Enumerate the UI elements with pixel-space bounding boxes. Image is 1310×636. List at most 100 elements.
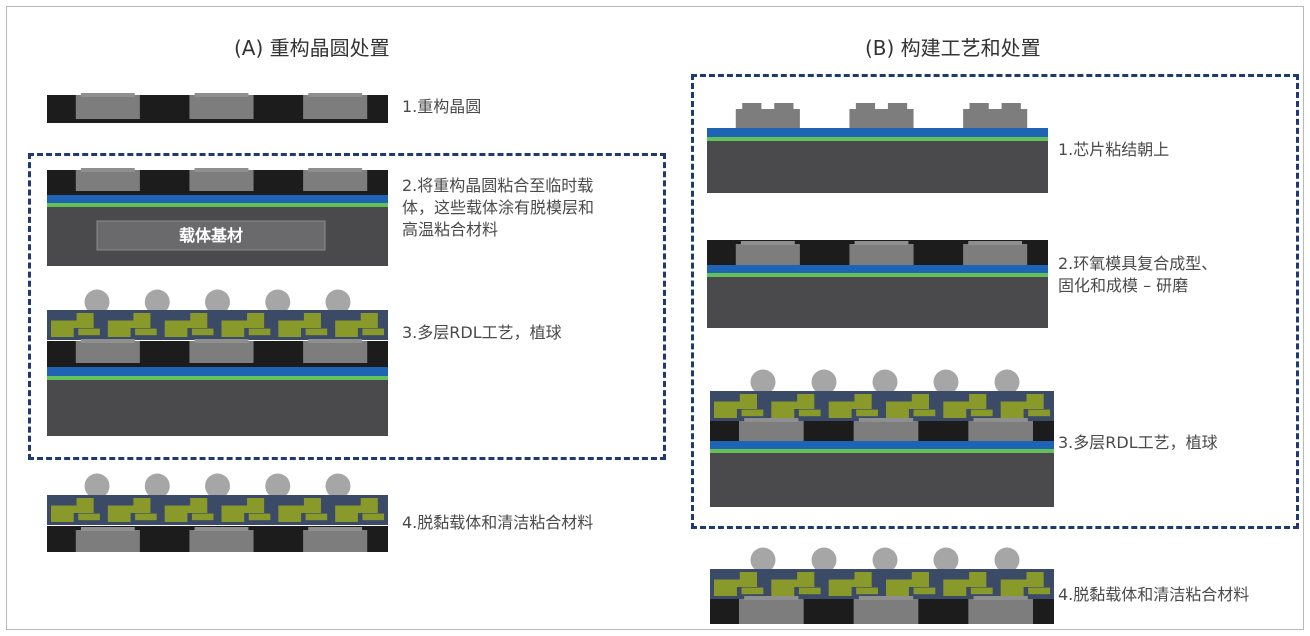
die-pad-1 [744, 596, 799, 600]
rdl-via-6 [1028, 587, 1050, 595]
die-pad-2 [854, 241, 909, 245]
rdl-dielectric [47, 310, 388, 340]
die-3 [303, 341, 368, 363]
rdl-dielectric [47, 495, 388, 525]
die-1 [75, 530, 140, 552]
die-3 [963, 244, 1028, 265]
rdl-via-6 [1028, 409, 1050, 417]
solder-ball-4 [265, 473, 291, 499]
die-pad-2 [858, 596, 914, 600]
solder-ball-4 [933, 547, 959, 573]
rdl-via-4 [248, 328, 271, 336]
rdl-via-3 [856, 587, 878, 595]
rdl-trace-5 [943, 572, 987, 596]
solder-ball-2 [144, 289, 170, 315]
rdl-via-6 [362, 328, 385, 336]
attached-die-3 [963, 109, 1028, 128]
solder-ball-1 [750, 547, 776, 573]
rdl-via-1 [741, 409, 764, 417]
solder-ball-1 [750, 369, 776, 395]
die-3 [968, 599, 1034, 624]
rdl-trace-4 [221, 313, 265, 337]
solder-ball-2 [811, 547, 837, 573]
rdl-trace-1 [51, 313, 94, 337]
die-pad-3 [308, 339, 363, 343]
solder-ball-2 [144, 473, 170, 499]
die-pad-2 [194, 339, 249, 343]
die-1 [75, 341, 140, 363]
rdl-trace-3 [164, 498, 208, 522]
rdl-trace-3 [828, 572, 872, 596]
b4-debonded-stack [710, 547, 1054, 624]
die-pad-2 [194, 168, 249, 172]
die-bump-right-2 [887, 103, 908, 110]
rdl-trace-6 [1000, 572, 1044, 596]
rdl-trace-2 [771, 572, 815, 596]
die-pad-2 [194, 93, 249, 97]
die-pad-3 [308, 168, 363, 172]
solder-ball-3 [872, 547, 898, 573]
rdl-via-6 [362, 513, 385, 521]
die-2 [189, 170, 254, 191]
rdl-via-1 [78, 328, 100, 336]
attached-die-2 [849, 109, 914, 128]
rdl-trace-1 [51, 498, 94, 522]
die-bump-left-1 [742, 103, 762, 110]
solder-ball-2 [811, 369, 837, 395]
rdl-dielectric [710, 569, 1054, 599]
die-3 [303, 95, 368, 119]
rdl-via-5 [970, 587, 993, 595]
die-pad-3 [973, 418, 1028, 422]
b3-rdl-stack [710, 369, 1054, 507]
rdl-trace-6 [335, 498, 378, 522]
solder-ball-3 [872, 369, 898, 395]
carrier-substrate-label: 载体基材 [179, 226, 243, 245]
rdl-trace-5 [278, 498, 321, 522]
die-pad-1 [80, 168, 135, 172]
rdl-trace-6 [1000, 394, 1044, 418]
die-pad-1 [740, 241, 795, 245]
a2-bonded-stack: 载体基材 [47, 168, 388, 266]
die-3 [303, 170, 368, 191]
die-bump-left-3 [969, 103, 989, 110]
rdl-trace-3 [164, 313, 208, 337]
solder-ball-5 [325, 289, 351, 315]
b2-step-label-line1: 2.环氧模具复合成型、 [1058, 254, 1218, 273]
solder-ball-3 [205, 289, 230, 315]
attached-die-1 [735, 109, 800, 128]
rdl-via-2 [135, 513, 157, 521]
die-bump-right-3 [1001, 103, 1021, 110]
solder-ball-4 [933, 369, 959, 395]
rdl-trace-2 [107, 313, 151, 337]
die-1 [735, 244, 800, 265]
die-2 [189, 341, 254, 363]
rdl-trace-4 [886, 394, 929, 418]
die-pad-1 [744, 418, 799, 422]
a1-reconstituted-wafer [47, 93, 388, 123]
rdl-via-3 [856, 409, 878, 417]
die-2 [189, 95, 254, 119]
rdl-via-1 [741, 587, 764, 595]
die-pad-3 [968, 241, 1023, 245]
a2-step-label-line2: 体，这些载体涂有脱模层和 [402, 198, 595, 217]
rdl-via-4 [913, 587, 936, 595]
rdl-trace-2 [771, 394, 815, 418]
a4-step-label: 4.脱黏载体和清洁粘合材料 [402, 513, 594, 532]
die-pad-1 [80, 339, 135, 343]
rdl-trace-1 [714, 572, 757, 596]
die-pad-3 [308, 527, 363, 531]
rdl-via-5 [970, 409, 993, 417]
solder-ball-3 [205, 473, 230, 499]
b2-step-label-line2: 固化和成模 – 研磨 [1058, 276, 1189, 295]
die-1 [75, 170, 140, 191]
a3-step-label: 3.多层RDL工艺，植球 [402, 323, 562, 342]
die-bump-right-1 [774, 103, 794, 110]
rdl-via-3 [191, 513, 214, 521]
die-pad-2 [194, 527, 249, 531]
die-pad-1 [80, 527, 135, 531]
rdl-trace-6 [335, 313, 378, 337]
solder-ball-5 [994, 369, 1020, 395]
figure-frame [6, 6, 1304, 630]
rdl-via-4 [913, 409, 936, 417]
die-2 [853, 599, 919, 624]
